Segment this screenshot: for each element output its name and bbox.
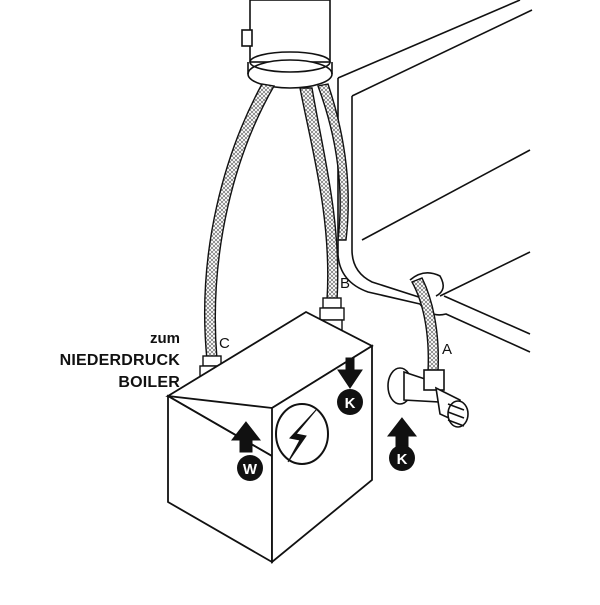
arrow-w xyxy=(230,421,262,453)
badge-k-box: K xyxy=(337,389,363,415)
badge-k-valve: K xyxy=(389,445,415,471)
label-c: C xyxy=(219,335,230,352)
hose-c xyxy=(204,83,276,361)
svg-text:W: W xyxy=(243,461,258,478)
hose-inner xyxy=(317,83,349,241)
lightning-bolt-icon xyxy=(275,403,329,465)
label-b: B xyxy=(340,275,350,292)
sink-basin xyxy=(337,0,533,353)
arrow-k-valve xyxy=(386,417,418,449)
hoses xyxy=(204,83,440,373)
hose-a xyxy=(411,277,440,373)
boiler-box xyxy=(165,310,374,564)
label-a: A xyxy=(442,341,452,358)
arrow-k-box xyxy=(337,357,363,389)
angle-valve xyxy=(387,367,469,428)
faucet-body xyxy=(241,0,333,89)
caption-line-3: BOILER xyxy=(118,374,180,391)
caption-line-2: NIEDERDRUCK xyxy=(59,352,180,369)
svg-text:K: K xyxy=(345,395,356,412)
boiler-caption: zum NIEDERDRUCK BOILER xyxy=(40,328,180,394)
badge-w: W xyxy=(237,455,263,481)
caption-line-1: zum xyxy=(150,330,180,347)
svg-text:K: K xyxy=(397,451,408,468)
